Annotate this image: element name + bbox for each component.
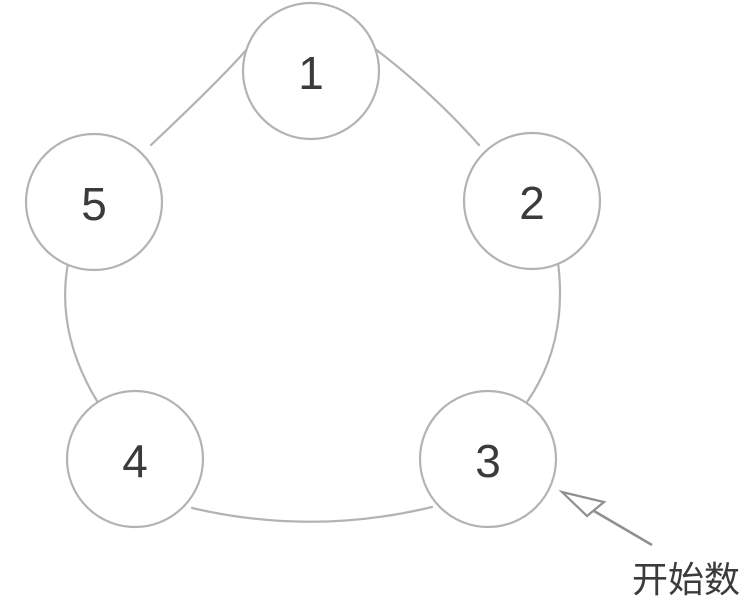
node-3[interactable]: 3 [418,389,558,529]
node-4[interactable]: 4 [65,389,205,529]
node-2[interactable]: 2 [462,131,602,271]
node-1[interactable]: 1 [241,1,381,141]
edge-1-to-2 [372,46,481,147]
edge-group [64,46,562,523]
start-pointer-label: 开始数 [632,560,740,601]
node-2-label: 2 [519,177,545,229]
edge-3-to-4 [190,505,434,523]
node-3-circle[interactable] [418,389,558,529]
node-4-label: 4 [122,435,148,487]
node-group: 1 2 3 4 5 [24,1,602,529]
node-3-label: 3 [475,435,501,487]
edge-2-to-3 [525,253,562,404]
node-1-circle[interactable] [241,1,381,141]
node-4-circle[interactable] [65,389,205,529]
edge-4-to-5 [64,256,99,403]
pointer-arrow-shaft [593,509,653,547]
node-5-circle[interactable] [24,132,164,272]
node-5[interactable]: 5 [24,132,164,272]
pointer-arrow-head-icon [558,489,607,518]
node-1-label: 1 [298,47,324,99]
edge-5-to-1 [149,46,250,147]
node-2-circle[interactable] [462,131,602,271]
node-5-label: 5 [81,178,107,230]
start-pointer-annotation: 开始数 [558,489,740,601]
